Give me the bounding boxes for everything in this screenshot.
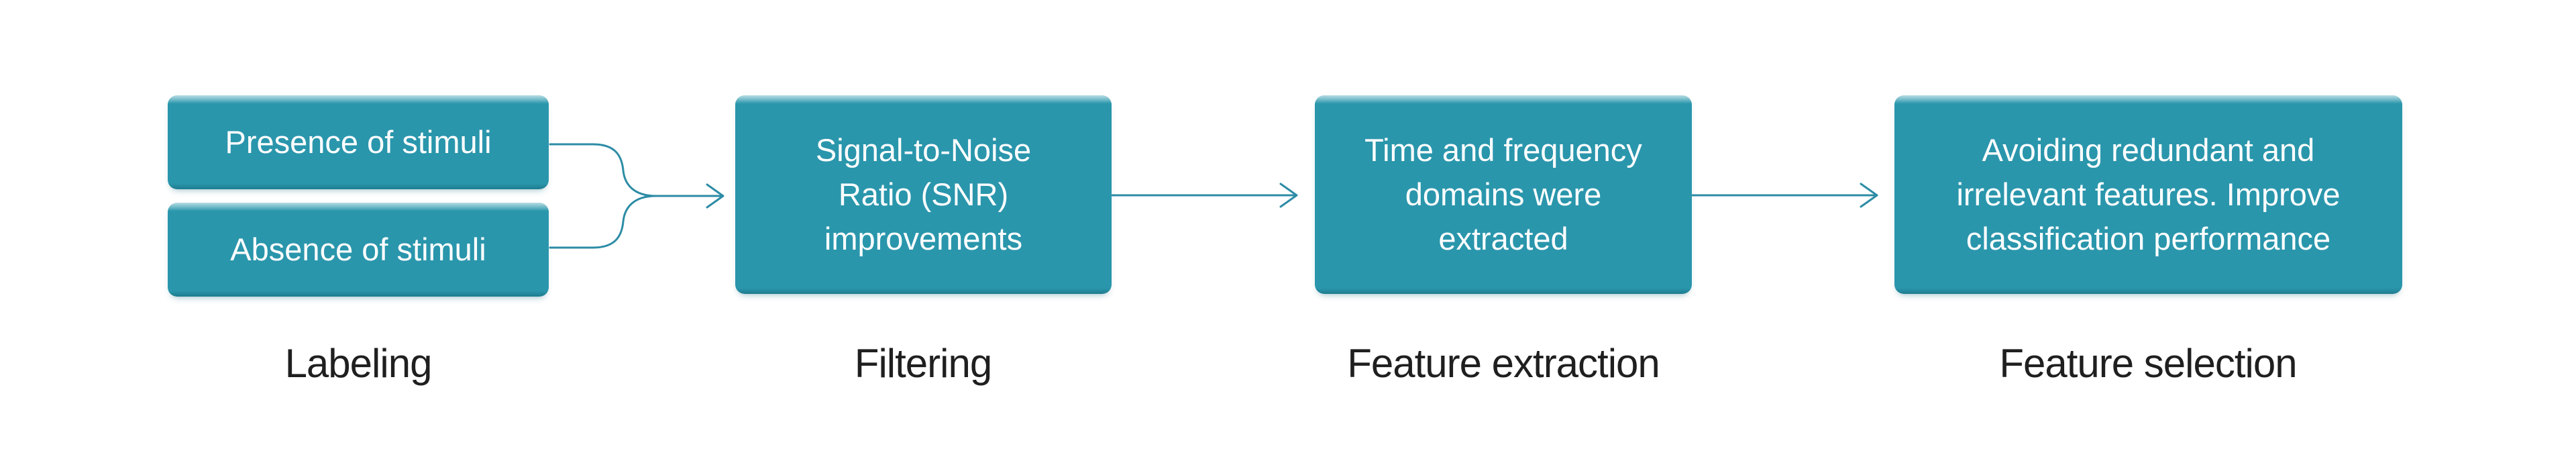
arrow-filtering-to-extraction-head-icon: [1279, 183, 1298, 208]
box-feature-extraction-text: Time and frequency domains were extracte…: [1364, 132, 1642, 256]
box-feature-selection-text: Avoiding redundant and irrelevant featur…: [1956, 132, 2341, 256]
box-feature-selection: Avoiding redundant and irrelevant featur…: [1894, 95, 2402, 294]
arrow-extraction-to-selection-head-icon: [1860, 183, 1878, 208]
box-filtering: Signal-to-Noise Ratio (SNR) improvements: [735, 95, 1112, 294]
box-absence-of-stimuli: Absence of stimuli: [168, 203, 549, 297]
box-presence-of-stimuli-text: Presence of stimuli: [225, 124, 492, 160]
box-absence-of-stimuli-text: Absence of stimuli: [230, 232, 486, 267]
stage-label-filtering: Filtering: [854, 341, 992, 386]
stage-label-feature-extraction: Feature extraction: [1347, 341, 1660, 386]
stage-label-labeling: Labeling: [284, 341, 433, 386]
box-filtering-text: Signal-to-Noise Ratio (SNR) improvements: [815, 132, 1032, 256]
box-presence-of-stimuli: Presence of stimuli: [168, 95, 549, 189]
connector-absence-to-merge: [549, 195, 657, 249]
stage-label-feature-selection: Feature selection: [1999, 341, 2297, 386]
box-feature-extraction: Time and frequency domains were extracte…: [1315, 95, 1692, 294]
merge-arrowhead-icon: [706, 183, 724, 209]
connector-presence-to-merge: [549, 143, 657, 197]
